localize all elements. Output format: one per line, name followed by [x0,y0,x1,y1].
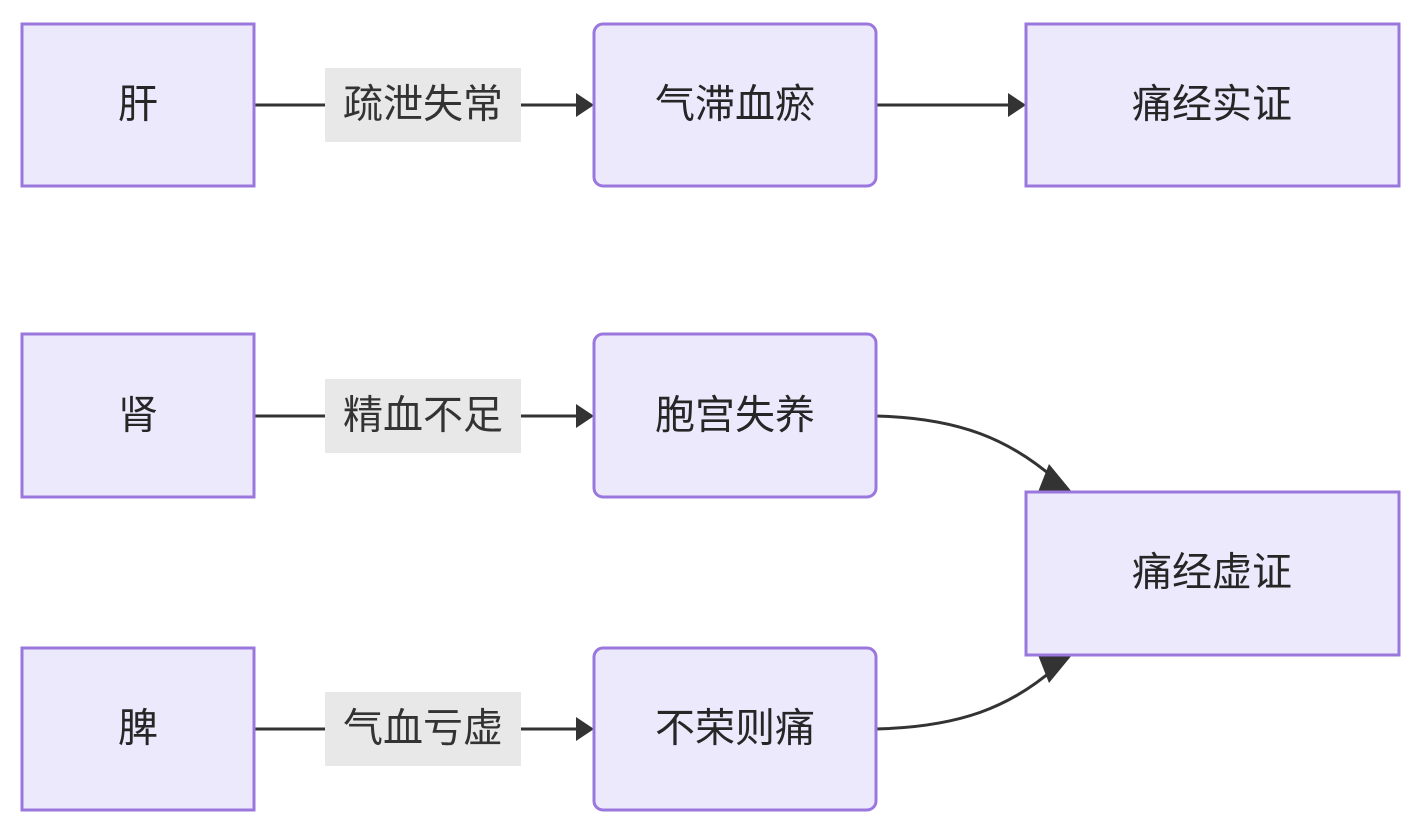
node-baogong-shiyang[interactable]: 胞宫失养 [592,332,878,499]
node-shape[interactable] [20,22,256,188]
node-label: 痛经实证 [1132,83,1292,127]
node-shape[interactable] [20,332,256,499]
node-shape[interactable] [592,646,878,812]
node-gan[interactable]: 肝 [20,22,256,188]
edge-qizhi-to-shizheng [876,93,1026,117]
node-label: 肝 [118,83,158,127]
edge-label-text: 精血不足 [343,394,503,438]
node-shape[interactable] [592,332,878,499]
node-shen[interactable]: 肾 [20,332,256,499]
arrowhead-icon [1038,464,1072,492]
arrowhead-icon [576,93,594,117]
edge-curve [875,414,1056,481]
edge-label-qixue-kuixu: 气血亏虚 [325,692,521,766]
edge-label-background [325,68,521,142]
node-label: 肾 [118,394,158,438]
node-pi[interactable]: 脾 [20,646,256,812]
edge-label-shuxie-shichang: 疏泄失常 [325,68,521,142]
edge-curve [875,666,1056,731]
arrowhead-icon [1008,93,1026,117]
edge-baogong-to-xuzheng [875,414,1072,492]
node-label: 痛经虚证 [1132,551,1292,595]
node-label: 胞宫失养 [655,394,815,438]
arrowhead-icon [1038,655,1072,683]
node-label: 不荣则痛 [655,707,815,751]
edge-burong-to-xuzheng [875,655,1072,731]
arrowhead-icon [576,717,594,741]
node-qizhi-xueyu[interactable]: 气滞血瘀 [592,22,878,188]
node-tongjing-xuzheng[interactable]: 痛经虚证 [1024,490,1401,657]
edge-label-text: 气血亏虚 [343,707,503,751]
edge-label-text: 疏泄失常 [343,83,503,127]
edge-label-background [325,692,521,766]
node-tongjing-shizheng[interactable]: 痛经实证 [1024,22,1401,188]
node-shape[interactable] [1024,22,1401,188]
arrowhead-icon [576,404,594,428]
node-label: 脾 [118,707,158,751]
node-shape[interactable] [20,646,256,812]
edge-label-background [325,379,521,453]
edge-label-jingxue-buzu: 精血不足 [325,379,521,453]
node-burong-zetong[interactable]: 不荣则痛 [592,646,878,812]
node-label: 气滞血瘀 [655,83,815,127]
node-shape[interactable] [1024,490,1401,657]
node-shape[interactable] [592,22,878,188]
